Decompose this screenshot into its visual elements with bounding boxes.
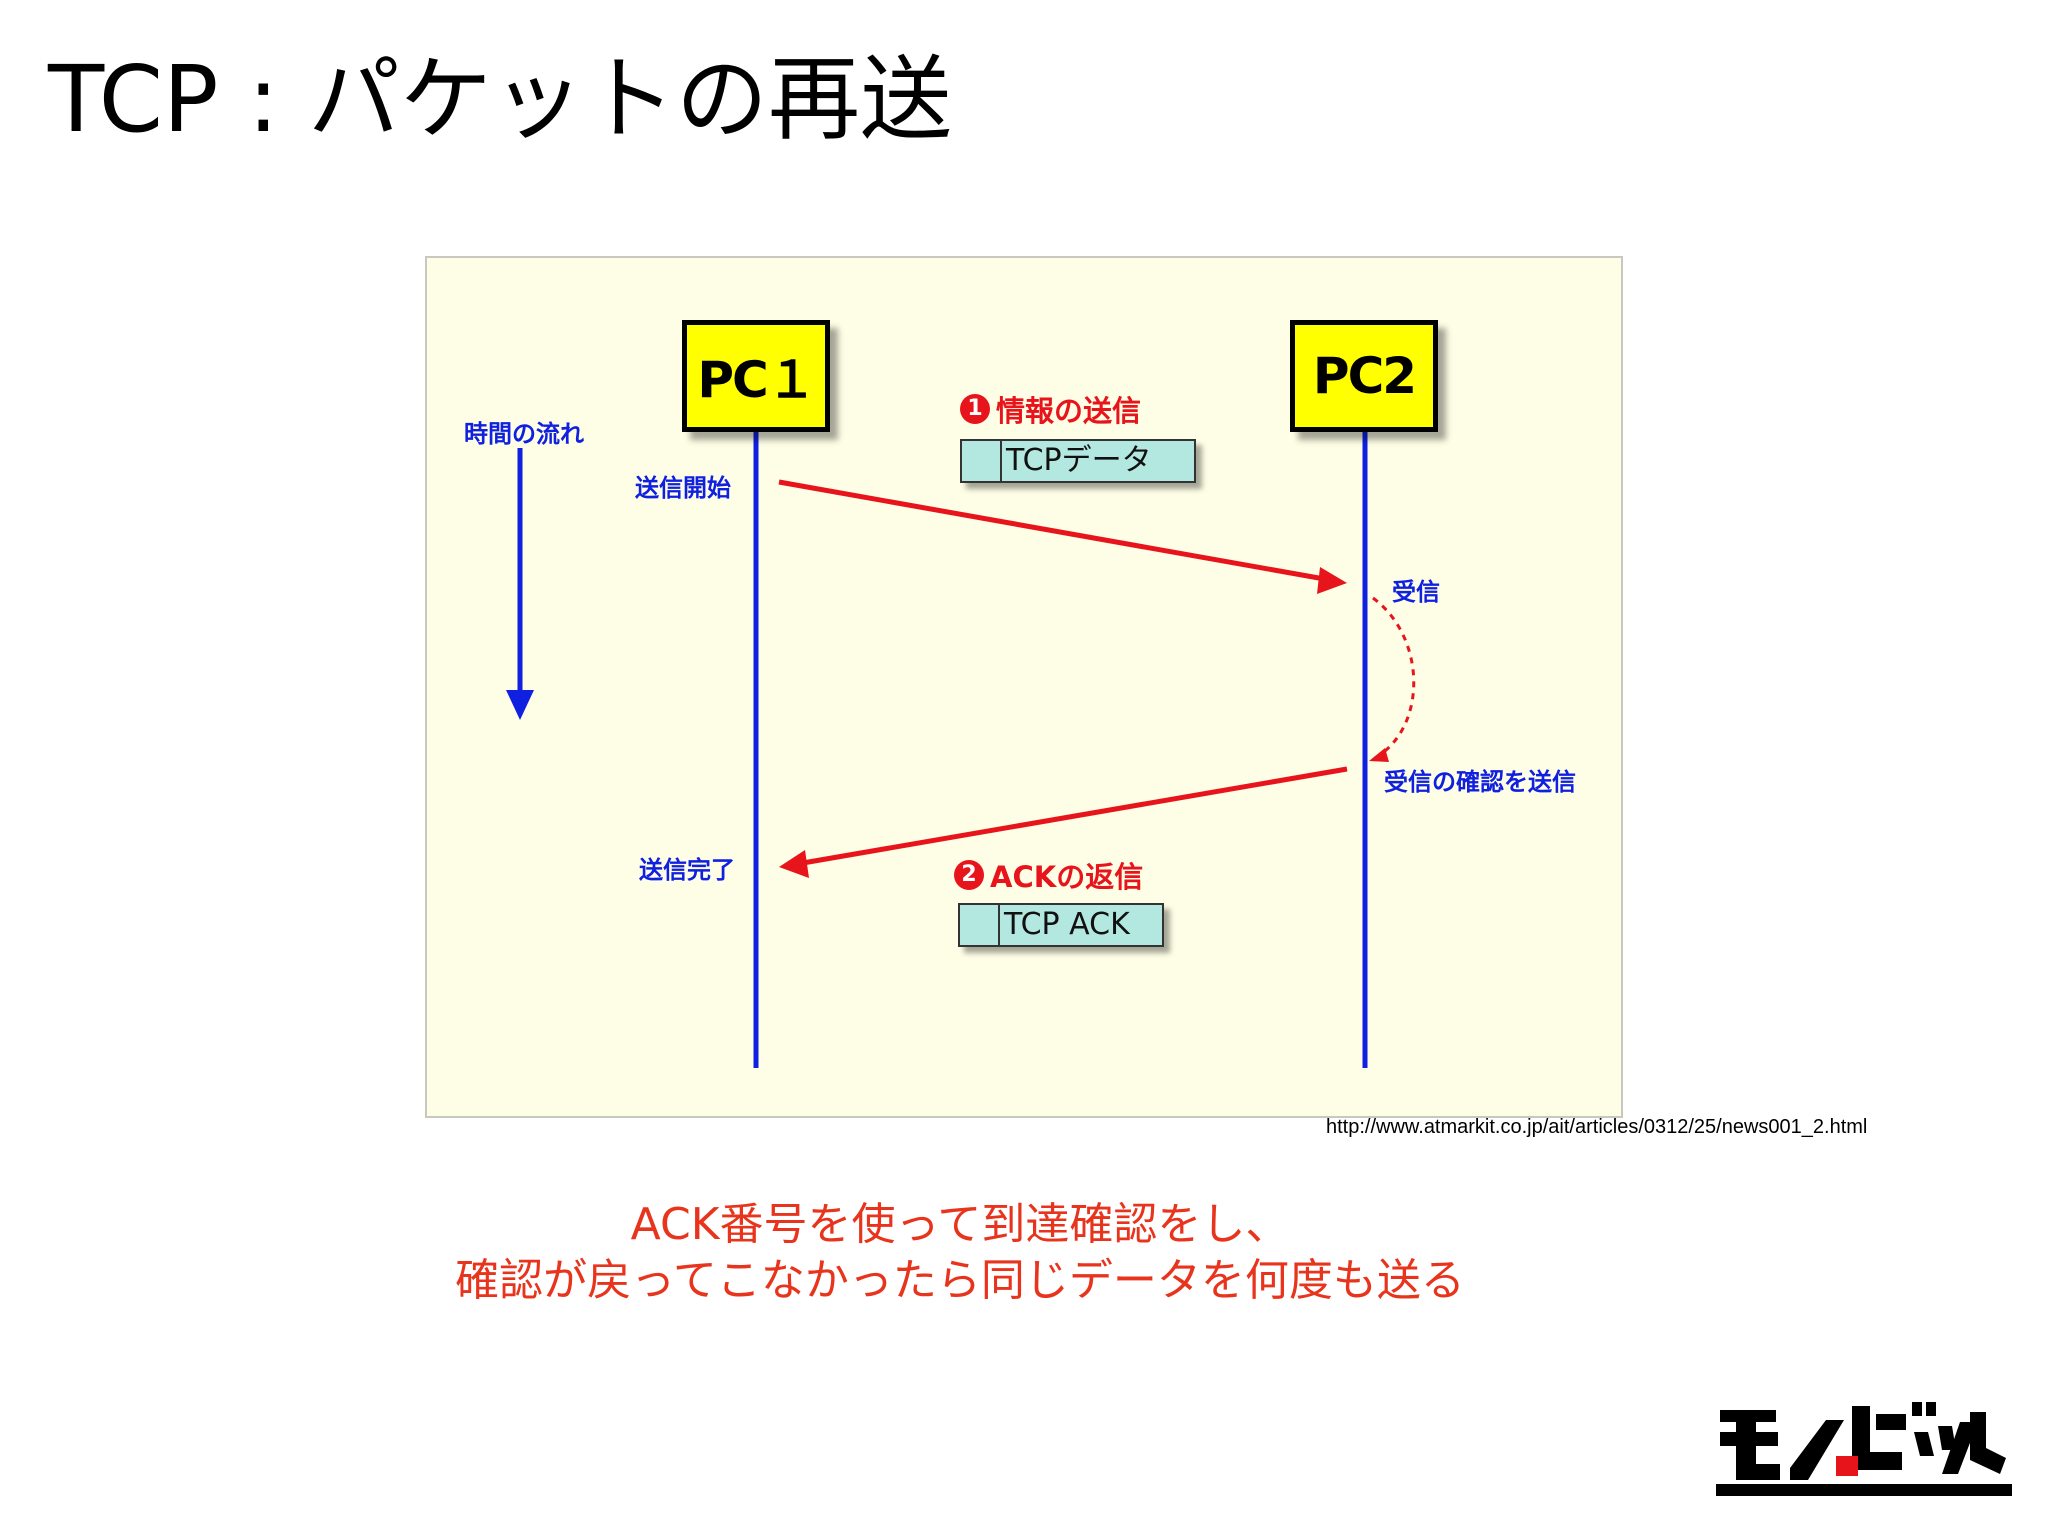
tcp-ack-packet-label: TCP ACK [1004,907,1130,942]
send-complete-label: 送信完了 [639,856,735,884]
ack-arrow-line [796,766,1348,867]
step1-label: 1 情報の送信 [960,388,1141,430]
pc1-label: PC１ [697,351,816,409]
step1-label-text: 情報の送信 [996,394,1142,428]
time-flow-arrow-head [506,690,534,720]
slide-title: TCP : パケットの再送 [48,46,953,153]
monobit-logo [1716,1402,2012,1496]
diagram-lines [506,394,1416,1068]
data-arrow-line [778,479,1331,583]
pc2-label: PC2 [1312,347,1417,405]
pc1-box: PC１ [682,320,830,432]
caption-line-1: ACK番号を使って到達確認をし、 [630,1199,1290,1250]
process-dashed-curve [1372,596,1416,760]
step2-number-badge: 2 [954,860,984,890]
tcp-data-packet: TCPデータ [960,439,1196,483]
source-url: http://www.atmarkit.co.jp/ait/articles/0… [1326,1116,1868,1138]
confirm-send-label: 受信の確認を送信 [1384,768,1576,796]
tcp-sequence-diagram: PC１ PC2 時間の流れ 送信開始 受信 受信の確認を送信 送信完了 1 情報… [425,256,1623,1118]
pc2-box: PC2 [1290,320,1438,432]
packet-header-tab [962,441,1002,481]
step1-number-badge: 1 [960,394,990,424]
logo-red-accent [1836,1456,1858,1476]
tcp-data-packet-label: TCPデータ [1006,443,1152,478]
step2-label-text: ACKの返信 [990,860,1144,894]
packet-header-tab [960,905,1000,945]
tcp-ack-packet: TCP ACK [958,903,1164,947]
data-arrow-head [1317,567,1347,594]
time-flow-label: 時間の流れ [464,420,584,448]
process-dashed-curve-head [1369,748,1389,762]
ack-arrow-head [779,850,809,878]
send-start-label: 送信開始 [635,474,731,502]
caption-line-2: 確認が戻ってこなかったら同じデータを何度も送る [455,1255,1465,1306]
receive-label: 受信 [1392,578,1440,606]
step2-label: 2 ACKの返信 [954,854,1143,896]
